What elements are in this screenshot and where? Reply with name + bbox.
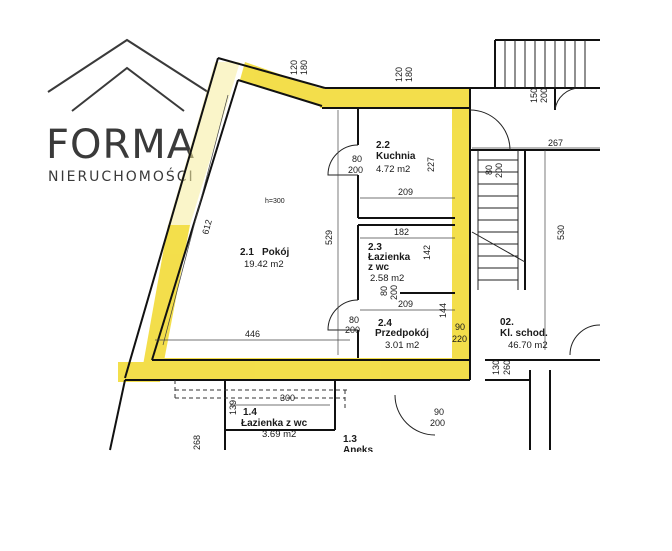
dim-130: 130 [491, 360, 501, 375]
dim-200a: 200 [539, 88, 549, 103]
room-2-3-label: 2.3 Łazienka z wc 2.58 m2 [368, 242, 411, 284]
blank-bottom-area [0, 452, 672, 546]
dim-80d: 80 [349, 315, 359, 325]
wall-inner-top-left [237, 79, 323, 107]
logo-roof-outer [47, 38, 209, 93]
door-swing-stair [469, 109, 511, 151]
dim-300: 300 [280, 393, 295, 403]
wall-outer-left [124, 57, 219, 379]
room-1-4-num: 1.4 [243, 407, 257, 418]
room-2-1-name: Pokój [262, 247, 289, 258]
dim-260: 260 [502, 360, 512, 375]
logo-sub-text: NIERUCHOMOŚCI [48, 167, 195, 185]
dim-209b: 209 [398, 299, 413, 309]
room-2-4-num: 2.4 [378, 318, 392, 329]
room-2-1-label: 2.1 Pokój 19.42 m2 [240, 247, 289, 270]
room-2-3-name: Łazienka [368, 252, 411, 263]
room-1-3-label: 1.3 Aneks [343, 434, 373, 456]
dim-530: 530 [556, 225, 566, 240]
dim-209a: 209 [398, 187, 413, 197]
highlight-left-wall-faded [168, 62, 240, 225]
dim-90a: 90 [455, 322, 465, 332]
dim-120b: 120 [394, 67, 404, 82]
room-2-2-num: 2.2 [376, 140, 390, 151]
dim-200d: 200 [389, 285, 399, 300]
wall-highlights [118, 62, 470, 382]
dim-144: 144 [438, 303, 448, 318]
dim-200e: 200 [345, 325, 360, 335]
logo-main-text: FORMA [46, 122, 195, 168]
company-logo: FORMA NIERUCHOMOŚCI [46, 38, 209, 185]
room-1-4-area: 3.69 m2 [262, 429, 296, 440]
highlight-left-wall [140, 225, 190, 382]
dim-h-label: h=300 [265, 198, 285, 205]
dim-139: 139 [228, 400, 238, 415]
dim-182: 182 [394, 227, 409, 237]
room-1-3-num: 1.3 [343, 434, 357, 445]
dim-200c: 200 [494, 163, 504, 178]
dim-267: 267 [548, 138, 563, 148]
stair-arrow [471, 231, 526, 263]
dim-220: 220 [452, 334, 467, 344]
wall-outer-top-left [217, 57, 326, 89]
room-1-4-label: 1.4 Łazienka z wc 3.69 m2 [241, 407, 308, 440]
shaft-grid [504, 40, 586, 88]
dim-227: 227 [426, 157, 436, 172]
dim-line-612 [162, 94, 229, 346]
dim-200f: 200 [430, 418, 445, 428]
highlight-top-wall-right [320, 88, 470, 108]
dim-80c: 80 [379, 286, 389, 296]
room-2-2-name: Kuchnia [376, 151, 416, 162]
room-02-num: 02. [500, 317, 514, 328]
dim-90b: 90 [434, 407, 444, 417]
door-swing-kitchen [327, 144, 359, 176]
room-2-1-num: 2.1 [240, 247, 254, 258]
highlight-right-wall [452, 88, 470, 378]
walls [109, 39, 600, 451]
room-labels: 2.1 Pokój 19.42 m2 2.2 Kuchnia 4.72 m2 2… [240, 140, 548, 456]
highlight-top-wall-left [240, 62, 325, 108]
dim-200b: 200 [348, 165, 363, 175]
dim-142: 142 [422, 245, 432, 260]
room-2-2-label: 2.2 Kuchnia 4.72 m2 [376, 140, 416, 175]
door-swing-hall [327, 299, 359, 331]
room-1-3-name: Aneks [343, 445, 373, 456]
dim-180a: 180 [299, 60, 309, 75]
dim-180b: 180 [404, 67, 414, 82]
room-2-3-area: 2.58 m2 [370, 273, 404, 284]
dim-446: 446 [245, 329, 260, 339]
room-2-1-area: 19.42 m2 [244, 259, 284, 270]
room-02-area: 46.70 m2 [508, 340, 548, 351]
room-02-name: Kl. schod. [500, 328, 548, 339]
dim-612: 612 [200, 218, 214, 235]
room-1-4-name: Łazienka z wc [241, 418, 308, 429]
door-swing-lower-right [569, 324, 601, 356]
dim-529: 529 [324, 230, 334, 245]
dim-80b: 80 [484, 165, 494, 175]
room-2-4-area: 3.01 m2 [385, 340, 419, 351]
door-swings [327, 87, 601, 436]
room-2-2-area: 4.72 m2 [376, 164, 410, 175]
dimension-lines [155, 94, 600, 406]
wall-lower-left [109, 379, 126, 451]
dimension-labels: h=300 120 180 120 180 150 200 80 200 227… [192, 60, 566, 450]
staircase [471, 150, 526, 290]
logo-roof-inner [71, 66, 185, 112]
room-2-4-label: 2.4 Przedpokój 3.01 m2 [375, 318, 429, 351]
dim-150: 150 [529, 88, 539, 103]
room-2-3-name2: z wc [368, 262, 390, 273]
door-swing-top-right [554, 87, 581, 111]
dim-80a: 80 [352, 154, 362, 164]
highlight-bottom-wall [145, 358, 470, 380]
wall-inner-left [151, 79, 239, 361]
dashed-lines [174, 380, 350, 410]
room-2-4-name: Przedpokój [375, 328, 429, 339]
dim-268: 268 [192, 435, 202, 450]
door-swing-lower [394, 394, 436, 436]
dim-120a: 120 [289, 60, 299, 75]
room-2-3-num: 2.3 [368, 242, 382, 253]
room-02-label: 02. Kl. schod. 46.70 m2 [500, 317, 548, 351]
